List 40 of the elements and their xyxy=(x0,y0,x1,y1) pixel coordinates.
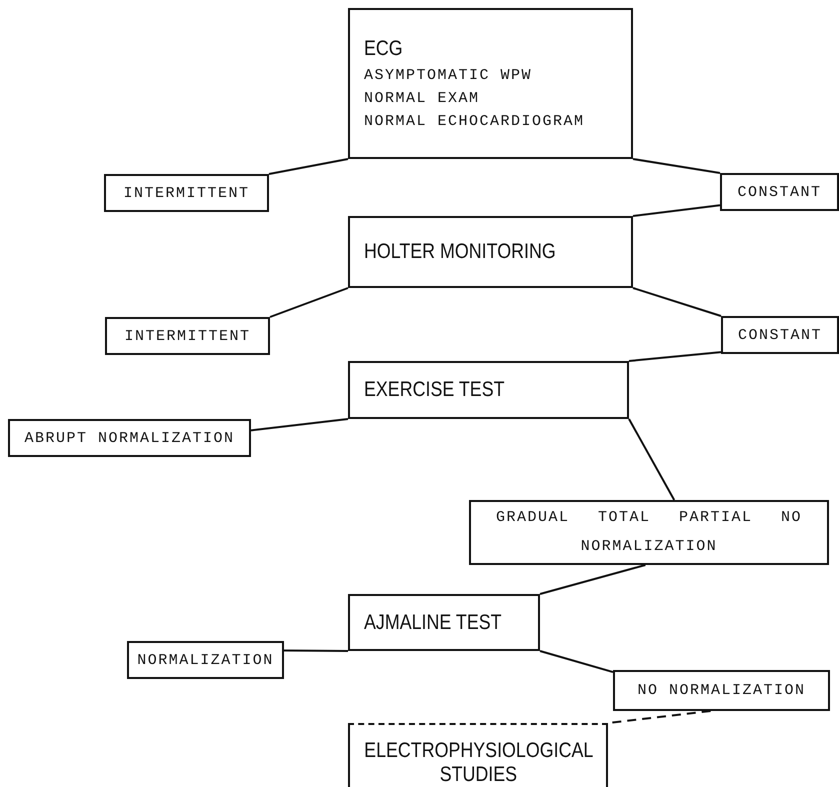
box-heading: ECG xyxy=(364,37,403,61)
box-label: INTERMITTENT xyxy=(123,184,250,202)
process-box xyxy=(720,173,839,211)
connector-line xyxy=(628,418,676,500)
connector-line xyxy=(632,158,720,174)
process-box xyxy=(348,8,633,159)
box-label: NORMAL EXAM xyxy=(364,90,480,107)
dashed-process-box xyxy=(348,723,608,787)
connector-line xyxy=(250,418,348,432)
process-box xyxy=(469,500,829,565)
box-label: CONSTANT xyxy=(737,184,822,200)
process-box xyxy=(348,594,540,651)
connector-line xyxy=(632,204,720,217)
connector-line xyxy=(270,287,348,318)
box-label: INTERMITTENT xyxy=(124,328,251,344)
box-label: EXERCISE TEST xyxy=(364,378,505,402)
process-box xyxy=(104,174,269,212)
process-box xyxy=(348,216,633,288)
box-label: NORMALIZATION xyxy=(137,652,274,668)
box-label: ASYMPTOMATIC WPW xyxy=(364,67,532,84)
process-box xyxy=(127,641,284,679)
connector-line xyxy=(540,650,614,674)
process-box xyxy=(8,419,251,457)
process-box xyxy=(613,670,830,711)
connector-line xyxy=(284,650,348,652)
box-label: HOLTER MONITORING xyxy=(364,240,556,264)
box-label: ELECTROPHYSIOLOGICAL STUDIES xyxy=(364,739,592,787)
box-label: ABRUPT NORMALIZATION xyxy=(24,430,235,446)
box-label: AJMALINE TEST xyxy=(364,610,502,634)
connector-line xyxy=(268,158,348,175)
box-label: NO NORMALIZATION xyxy=(637,682,806,699)
connector-line xyxy=(632,287,722,317)
connector-line xyxy=(540,564,646,595)
process-box xyxy=(348,361,629,419)
process-box xyxy=(105,317,270,355)
box-label: GRADUAL TOTAL PARTIAL NO NORMALIZATION xyxy=(494,508,804,556)
connector-line xyxy=(628,351,722,362)
process-box xyxy=(721,316,839,354)
box-label: NORMAL ECHOCARDIOGRAM xyxy=(364,113,585,130)
box-label: CONSTANT xyxy=(738,326,822,344)
